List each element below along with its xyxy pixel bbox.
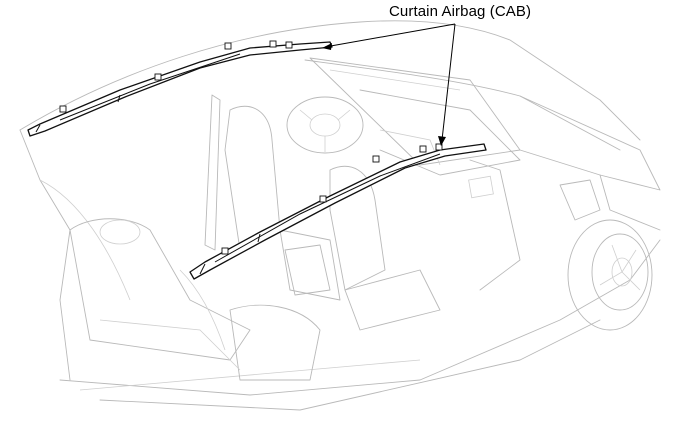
leader-line-far bbox=[324, 23, 456, 48]
vehicle-body-outline bbox=[19, 20, 661, 411]
leader-line-near bbox=[441, 23, 456, 141]
callout-label-curtain-airbag: Curtain Airbag (CAB) bbox=[389, 3, 532, 20]
curtain-airbag-near-side bbox=[189, 143, 487, 280]
callout-leaders bbox=[322, 23, 456, 146]
curtain-airbag-far-side bbox=[27, 40, 333, 137]
leader-arrow-far bbox=[322, 43, 332, 50]
leader-arrow-near bbox=[438, 136, 446, 146]
vehicle-interior-outline bbox=[69, 89, 521, 381]
